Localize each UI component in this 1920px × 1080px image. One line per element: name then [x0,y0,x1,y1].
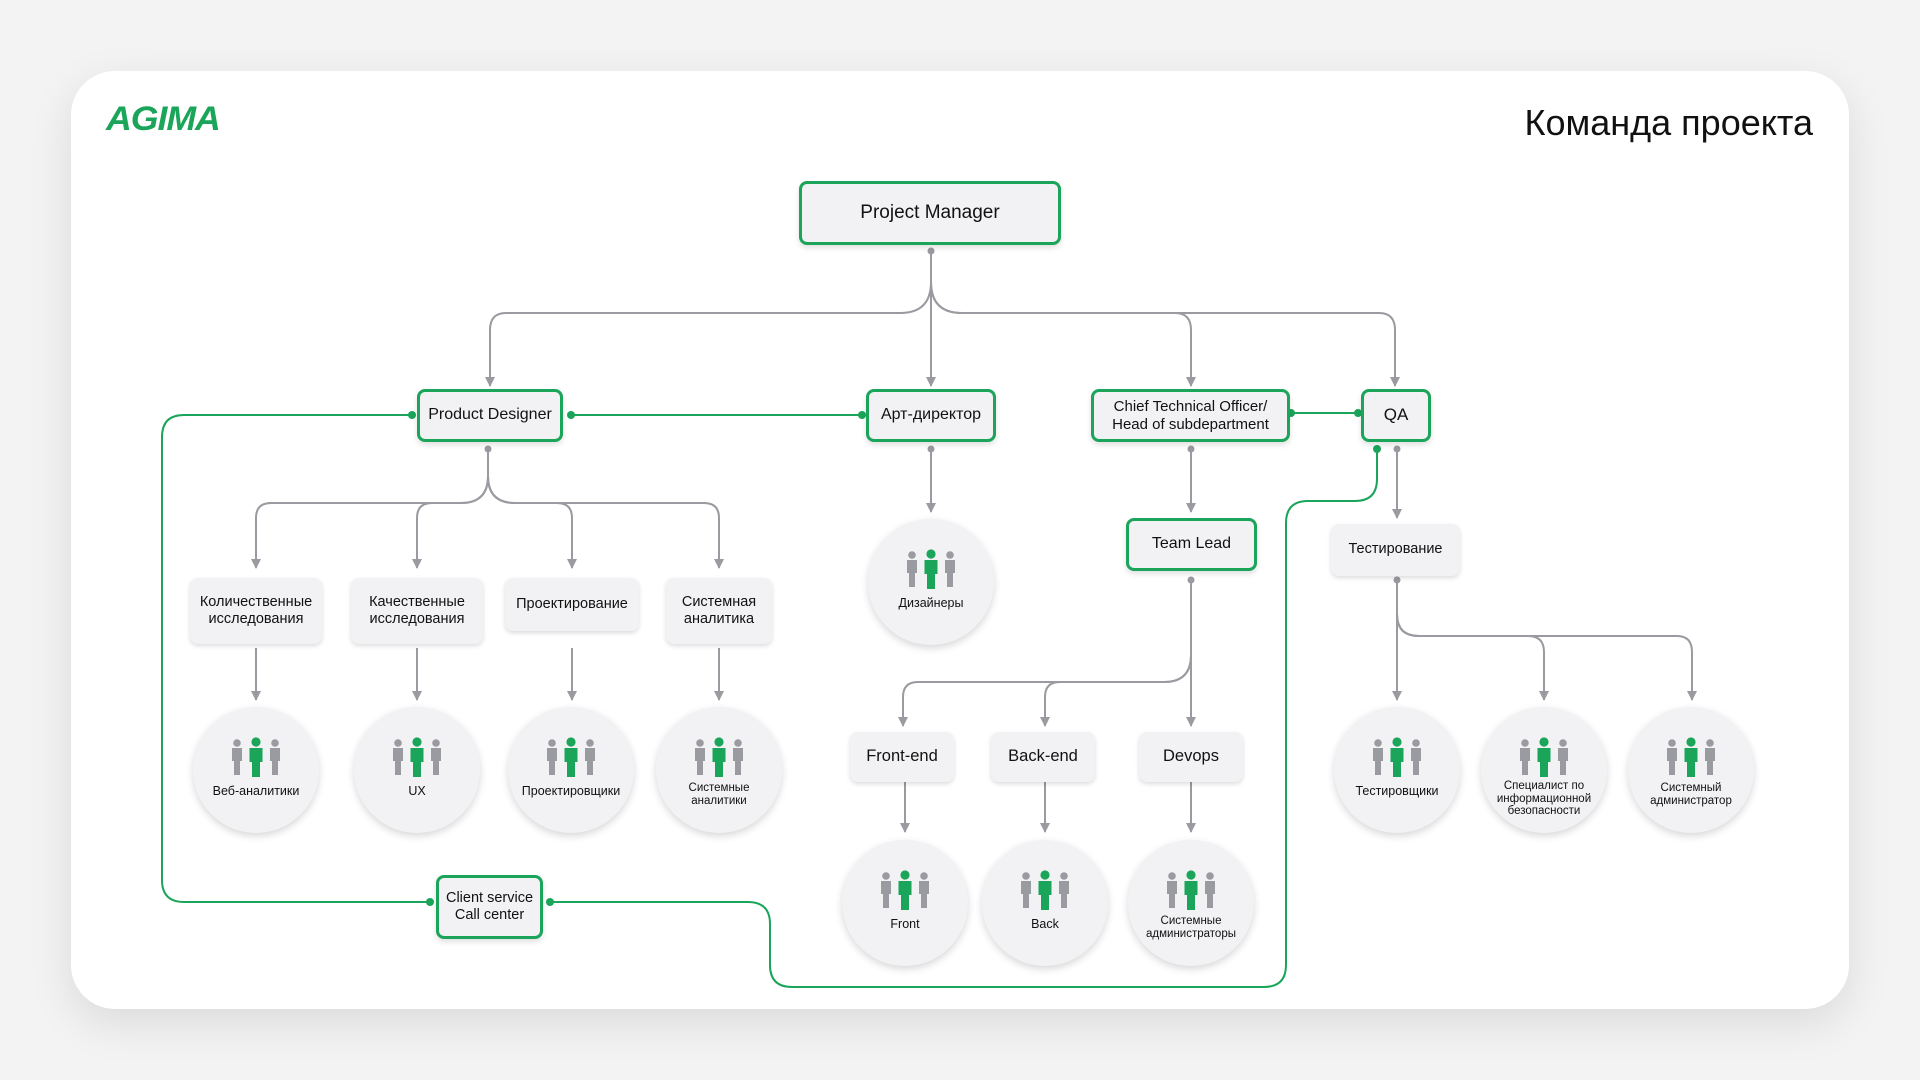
people-group-icon [1167,870,1215,910]
people-group-icon [881,870,929,910]
team-ux[interactable]: UX [354,707,480,833]
team-label-line: администраторы [1146,927,1236,940]
team-sysadmin[interactable]: Системный администратор [1628,707,1754,833]
function-label-line: исследования [208,611,304,627]
team-label-line: администратор [1650,794,1732,807]
team-back[interactable]: Back [982,840,1108,966]
team-architects[interactable]: Проектировщики [508,707,634,833]
function-sys-analytics[interactable]: Системная аналитика [666,578,772,644]
team-label: Системные администраторы [1139,915,1243,940]
team-label: Проектировщики [521,784,621,798]
function-backend[interactable]: Back-end [991,732,1095,782]
page-title: Команда проекта [1524,102,1814,143]
function-qual-research[interactable]: Качественные исследования [351,578,483,644]
team-label-line: Системные [688,782,750,794]
team-label-line: Специалист по [1503,780,1585,792]
team-designers[interactable]: Дизайнеры [868,519,994,645]
function-devops[interactable]: Devops [1139,732,1243,782]
people-group-icon [1021,870,1069,910]
role-label: Project Manager [860,201,1000,223]
role-label: QA [1383,405,1409,425]
team-sys-analysts[interactable]: Системные аналитики [656,707,782,833]
team-front[interactable]: Front [842,840,968,966]
role-label-line: Chief Technical Officer/ [1113,397,1268,415]
role-label: Team Lead [1151,535,1232,553]
function-label-line: Системная [681,593,757,610]
role-label: Product Designer [428,406,552,424]
team-label-line: аналитики [691,794,747,807]
team-label-line: безопасности [1507,805,1581,818]
people-group-icon [907,549,955,589]
people-group-icon [232,737,280,777]
role-project-manager[interactable]: Project Manager [799,181,1061,245]
team-label-line: информационной [1496,792,1592,805]
function-label: Front-end [866,747,938,766]
people-group-icon [695,737,743,777]
function-label: Devops [1163,747,1219,766]
function-frontend[interactable]: Front-end [850,732,954,782]
role-product-designer[interactable]: Product Designer [417,389,563,442]
role-label: Арт-директор [880,406,982,424]
role-cto[interactable]: Chief Technical Officer/ Head of subdepa… [1091,389,1290,442]
people-group-icon [1667,737,1715,777]
team-label: Тестировщики [1355,784,1439,798]
function-label-line: Количественные [199,593,313,610]
role-art-director[interactable]: Арт-директор [866,389,996,442]
team-label: Специалист по информационной безопасност… [1492,780,1596,818]
function-label: Проектирование [516,595,628,612]
team-label: Системные аналитики [667,782,771,807]
role-team-lead[interactable]: Team Lead [1126,518,1257,571]
team-label: UX [408,784,426,798]
team-web-analysts[interactable]: Веб-аналитики [193,707,319,833]
function-label-line: Качественные [369,593,465,610]
team-label-line: Системные [1160,915,1222,927]
team-label-line: Системный [1660,782,1722,794]
team-sysadmins[interactable]: Системные администраторы [1128,840,1254,966]
team-label: Front [890,917,920,931]
people-group-icon [393,737,441,777]
function-design-proj[interactable]: Проектирование [505,578,639,631]
function-label-line: исследования [369,611,465,627]
function-label: Тестирование [1348,541,1443,558]
role-label-line: Client service [445,889,534,906]
team-label: Системный администратор [1639,782,1743,807]
role-label-line: Call center [454,907,525,923]
function-label-line: аналитика [683,611,755,627]
function-quant-research[interactable]: Количественные исследования [190,578,322,644]
agima-logo: AGIMA [106,100,221,138]
people-group-icon [547,737,595,777]
people-group-icon [1520,737,1568,777]
function-label: Back-end [1008,747,1078,766]
team-label: Back [1031,917,1059,931]
function-testing[interactable]: Тестирование [1331,524,1460,576]
role-label-line: Head of subdepartment [1112,415,1269,433]
role-qa[interactable]: QA [1361,389,1431,442]
team-testers[interactable]: Тестировщики [1334,707,1460,833]
role-client-service[interactable]: Client service Call center [436,875,543,939]
team-infosec[interactable]: Специалист по информационной безопасност… [1481,707,1607,833]
team-label: Дизайнеры [898,596,964,610]
people-group-icon [1373,737,1421,777]
team-label: Веб-аналитики [212,784,300,798]
